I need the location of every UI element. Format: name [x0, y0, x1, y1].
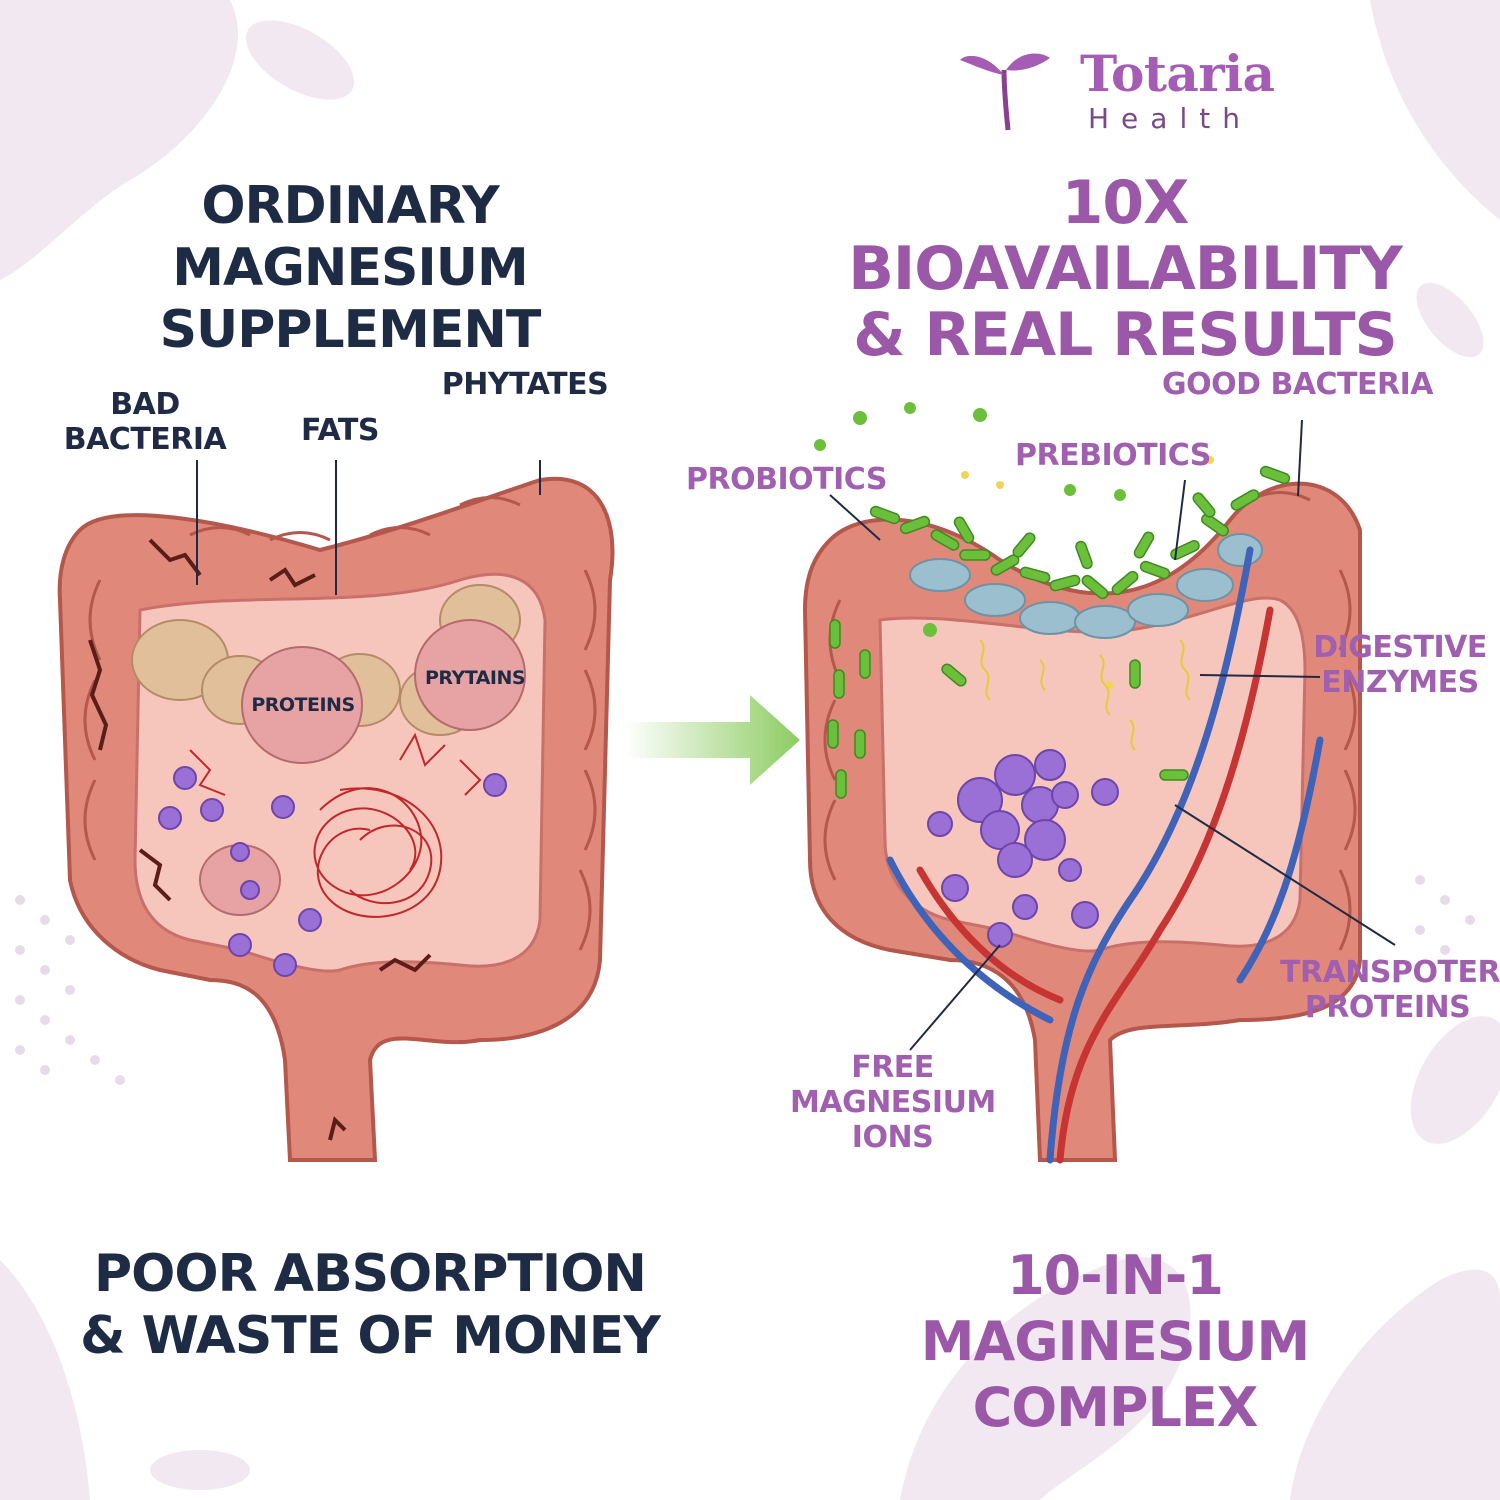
label-phytates: PHYTATES: [441, 367, 609, 402]
label-digestive-line2: ENZYMES: [1321, 665, 1479, 700]
arrow-right-icon: [625, 695, 800, 785]
label-transporter-proteins: TRANSPOTER PROTEINS: [1280, 955, 1500, 1025]
label-fats: FATS: [300, 413, 380, 448]
label-free-magnesium-ions: FREE MAGNESIUM IONS: [790, 1050, 996, 1155]
label-prytains: PRYTAINS: [424, 667, 526, 689]
label-transporter-line1: TRANSPOTER: [1280, 955, 1500, 990]
left-caption: POOR ABSORPTION & WASTE OF MONEY: [60, 1243, 680, 1367]
label-digestive-enzymes: DIGESTIVE ENZYMES: [1310, 630, 1490, 700]
brand-logo: Totaria Health: [958, 40, 1298, 140]
label-free-line2: MAGNESIUM: [790, 1085, 996, 1120]
label-prebiotics: PREBIOTICS: [1015, 438, 1211, 473]
label-free-line3: IONS: [851, 1120, 934, 1155]
label-good-bacteria: GOOD BACTERIA: [1161, 367, 1434, 402]
label-bad-bacteria-line1: BAD: [110, 387, 180, 422]
brand-subtitle: Health: [1088, 102, 1252, 135]
right-title-line2: & REAL RESULTS: [853, 300, 1398, 370]
label-free-line1: FREE: [851, 1050, 934, 1085]
label-transporter-line2: PROTEINS: [1304, 990, 1471, 1025]
right-caption: 10-IN-1 MAGINESIUM COMPLEX: [770, 1243, 1460, 1441]
ordinary-colon-illustration: [57, 460, 615, 1162]
left-title: ORDINARY MAGNESIUM SUPPLEMENT: [20, 175, 680, 361]
leaf-icon: [960, 53, 1050, 131]
brand-name: Totaria: [1080, 44, 1275, 103]
right-title-line1: 10X BIOAVAILABILITY: [848, 168, 1403, 304]
right-title: 10X BIOAVAILABILITY & REAL RESULTS: [790, 170, 1460, 368]
right-caption-line1: 10-IN-1: [1007, 1244, 1224, 1307]
label-probiotics: PROBIOTICS: [686, 462, 887, 497]
label-bad-bacteria: BAD BACTERIA: [55, 387, 235, 457]
left-title-line2: SUPPLEMENT: [159, 300, 542, 360]
right-caption-line2: MAGINESIUM COMPLEX: [920, 1310, 1311, 1439]
left-title-line1: ORDINARY MAGNESIUM: [172, 176, 528, 298]
left-caption-line1: POOR ABSORPTION: [94, 1244, 647, 1304]
label-bad-bacteria-line2: BACTERIA: [63, 422, 227, 457]
label-proteins: PROTEINS: [251, 694, 355, 716]
healthy-colon-illustration: [802, 402, 1396, 1164]
left-caption-line2: & WASTE OF MONEY: [80, 1306, 661, 1366]
label-digestive-line1: DIGESTIVE: [1313, 630, 1487, 665]
